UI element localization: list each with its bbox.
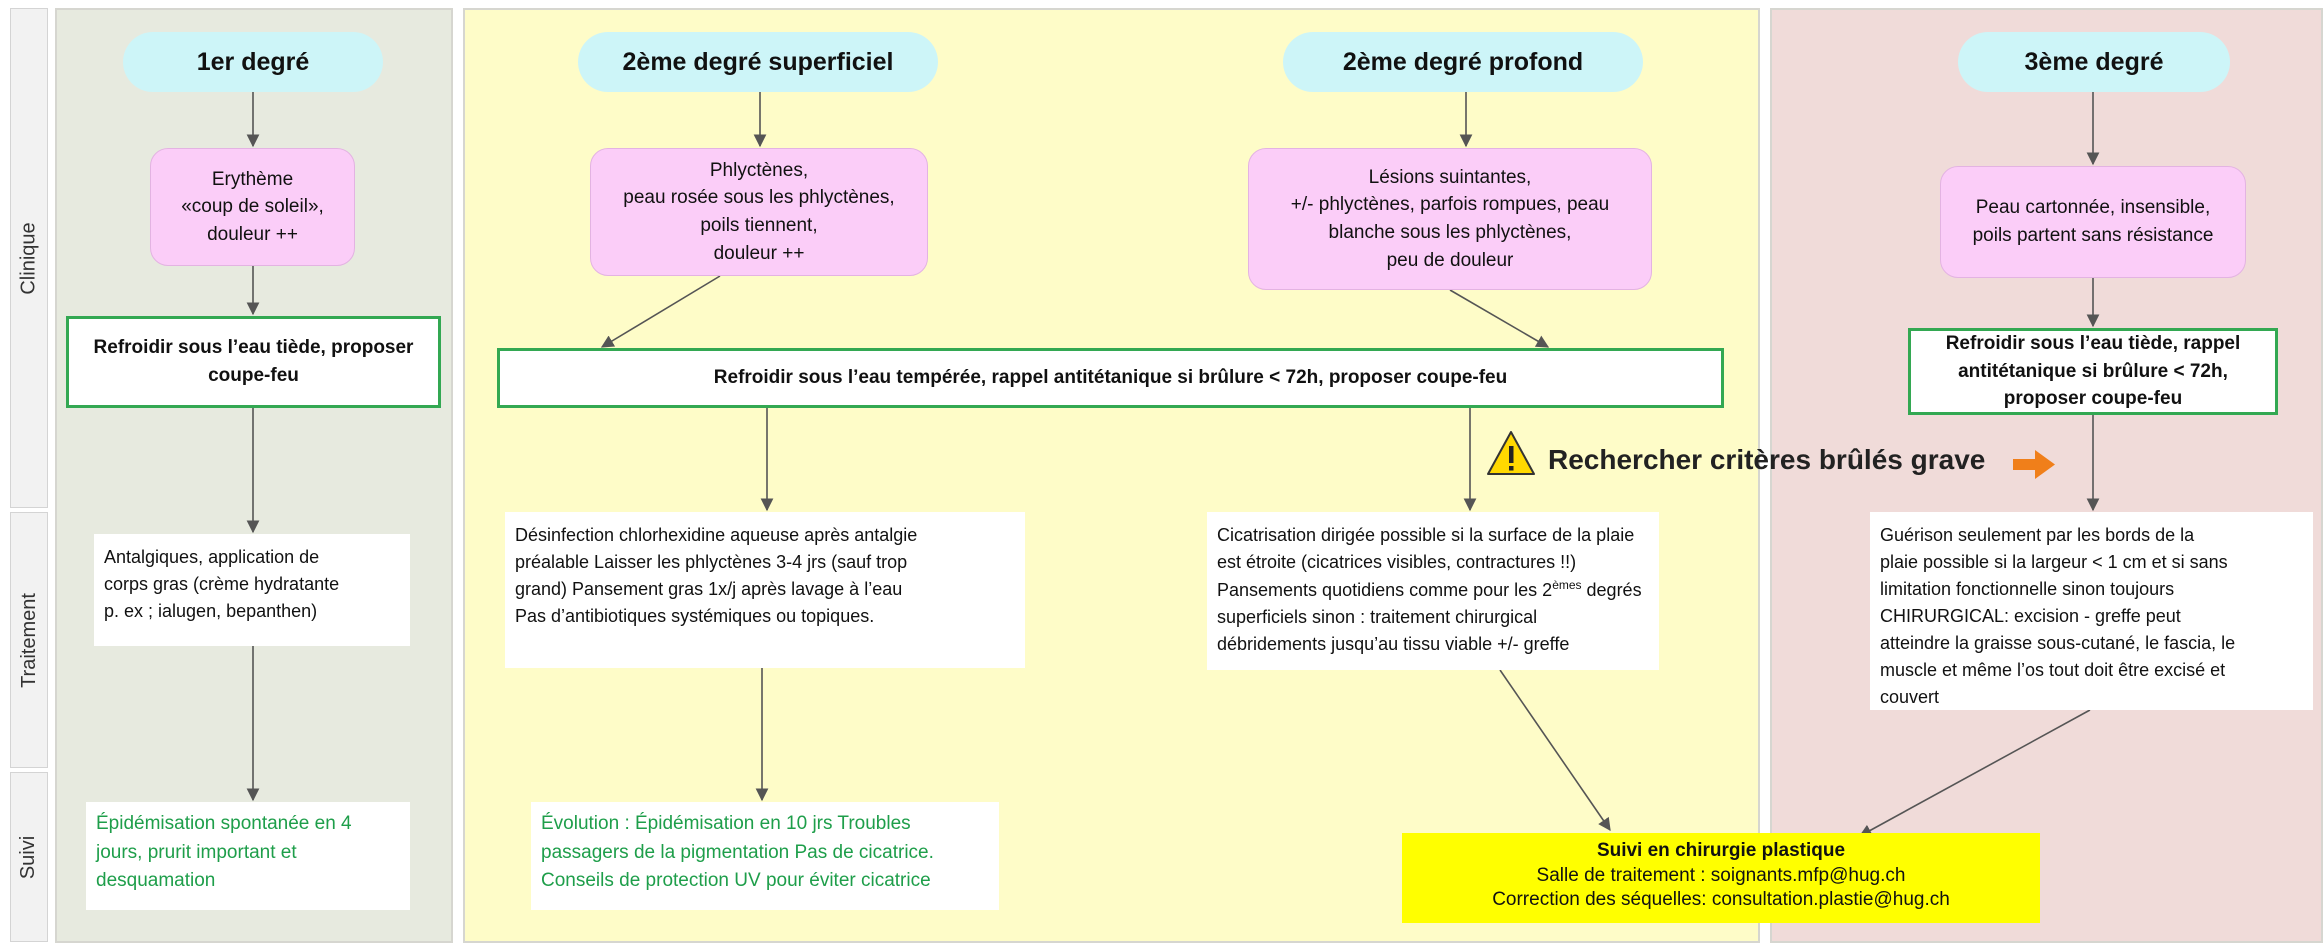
column-title-3eme-degre: 3ème degré xyxy=(1958,32,2230,92)
arrow-deg2s-clinique-refroidir xyxy=(600,275,721,348)
refroidir-box-3eme-degre: Refroidir sous l’eau tiède, rappel antit… xyxy=(1908,328,2278,415)
warning-triangle-icon xyxy=(1487,431,1535,475)
suivi-chirurgie-salle-traitement: Salle de traitement : soignants.mfp@hug.… xyxy=(1536,864,1906,886)
traitement-box-3eme-degre: Guérison seulement par les bords de la p… xyxy=(1870,512,2313,710)
refroidir-box-1er-degre: Refroidir sous l’eau tiède, proposer cou… xyxy=(66,316,441,408)
traitement-2eme-profond-line-2: est étroite (cicatrices visibles, contra… xyxy=(1217,552,1577,572)
traitement-box-2eme-profond: Cicatrisation dirigée possible si la sur… xyxy=(1207,512,1659,670)
column-title-1er-degre: 1er degré xyxy=(123,32,383,92)
traitement-box-2eme-superficiel: Désinfection chlorhexidine aqueuse après… xyxy=(505,512,1025,668)
arrow-deg3-traitement-suivi xyxy=(1858,709,2091,837)
row-header-clinique: Clinique xyxy=(10,8,48,508)
clinique-box-2eme-profond: Lésions suintantes, +/- phlyctènes, parf… xyxy=(1248,148,1652,290)
suivi-chirurgie-title: Suivi en chirurgie plastique xyxy=(1596,840,1846,861)
row-header-suivi: Suivi xyxy=(10,772,48,942)
suivi-chirurgie-correction-sequelles: Correction des séquelles: consultation.p… xyxy=(1492,889,1950,911)
column-title-2eme-superficiel: 2ème degré superficiel xyxy=(578,32,938,92)
traitement-2eme-profond-line-5: débridements jusqu’au tissu viable +/- g… xyxy=(1217,634,1570,654)
traitement-2eme-profond-line-1: Cicatrisation dirigée possible si la sur… xyxy=(1217,525,1635,545)
clinique-box-2eme-superficiel: Phlyctènes, peau rosée sous les phlyctèn… xyxy=(590,148,928,276)
traitement-2eme-profond-line-3a: Pansements quotidiens comme pour les 2 xyxy=(1217,580,1553,600)
warning-text: Rechercher critères brûlés grave xyxy=(1548,444,1986,475)
traitement-2eme-profond-line-3: Pansements quotidiens comme pour les 2èm… xyxy=(1217,576,1649,604)
suivi-box-2eme-superficiel: Évolution : Épidémisation en 10 jrs Trou… xyxy=(531,802,999,910)
arrow-deg2p-clinique-refroidir xyxy=(1449,289,1550,348)
arrow-deg2p-traitement-suivi xyxy=(1499,669,1611,832)
suivi-box-1er-degre: Épidémisation spontanée en 4 jours, prur… xyxy=(86,802,410,910)
column-title-2eme-profond: 2ème degré profond xyxy=(1283,32,1643,92)
traitement-box-1er-degre: Antalgiques, application de corps gras (… xyxy=(94,534,410,646)
traitement-2eme-profond-superscript: èmes xyxy=(1552,578,1582,592)
clinique-box-3eme-degre: Peau cartonnée, insensible, poils parten… xyxy=(1940,166,2246,278)
refroidir-box-2eme-degre: Refroidir sous l’eau tempérée, rappel an… xyxy=(497,348,1724,408)
suivi-box-chirurgie-plastique: Suivi en chirurgie plastique Salle de tr… xyxy=(1402,833,2040,923)
orange-arrow-icon xyxy=(2013,450,2055,479)
row-header-traitement: Traitement xyxy=(10,512,48,768)
lane-3eme-degre xyxy=(1770,8,2323,943)
clinique-box-1er-degre: Erythème «coup de soleil», douleur ++ xyxy=(150,148,355,266)
traitement-2eme-profond-line-4: superficiels sinon : traitement chirurgi… xyxy=(1217,607,1538,627)
traitement-2eme-profond-line-3b: degrés xyxy=(1581,580,1642,600)
